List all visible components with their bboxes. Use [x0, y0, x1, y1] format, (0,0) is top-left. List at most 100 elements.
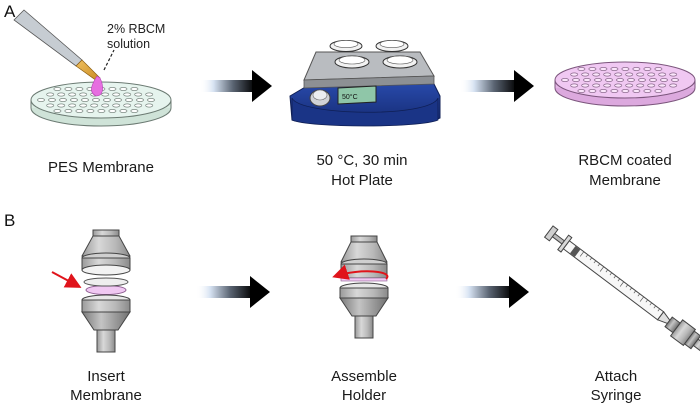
membrane-pore	[119, 109, 128, 113]
syringe-tick	[617, 278, 620, 282]
syringe-tick	[589, 257, 593, 261]
syringe-tick	[619, 281, 624, 287]
syringe-icon	[543, 225, 700, 353]
attach-label-line1: Attach	[595, 368, 638, 385]
membrane-pore	[130, 87, 139, 91]
coated-membrane-icon	[554, 61, 696, 107]
membrane-pore	[654, 67, 663, 71]
membrane-pore	[64, 109, 73, 113]
membrane-pore	[643, 67, 652, 71]
petri-dishes-icon	[329, 40, 418, 69]
membrane-pore	[81, 98, 89, 102]
membrane-pore	[638, 78, 646, 82]
insert-arrow-icon	[51, 271, 82, 288]
syringe-tick	[625, 284, 628, 288]
membrane-pore	[64, 87, 73, 91]
membrane-pore	[68, 92, 77, 97]
pipette-icon	[13, 9, 115, 97]
membrane-pore	[669, 83, 678, 88]
membrane-pore	[123, 92, 132, 97]
membrane-pore	[112, 103, 121, 108]
membrane-pore	[621, 89, 630, 93]
membrane-pore	[90, 103, 99, 108]
membrane-pore	[136, 98, 144, 102]
membrane-pore	[588, 89, 597, 93]
membrane-pore	[101, 92, 110, 97]
syringe-tick	[637, 293, 640, 297]
membrane-pore	[125, 98, 133, 102]
process-arrow-icon	[455, 276, 529, 308]
membrane-pore	[599, 67, 608, 71]
membrane-pore	[79, 92, 88, 97]
membrane-pore	[669, 72, 678, 77]
membrane-pore	[48, 98, 56, 102]
syringe-tick	[657, 308, 660, 312]
membrane-pore	[130, 109, 139, 113]
panel-letter-a: A	[4, 2, 16, 21]
pipette-label-line1: 2% RBCM	[107, 22, 165, 36]
membrane-pore	[647, 83, 656, 88]
membrane-pore	[658, 83, 667, 88]
membrane-pore	[53, 109, 62, 113]
membrane-pore	[123, 103, 132, 108]
membrane-pore	[75, 109, 84, 113]
membrane-pore	[610, 89, 619, 93]
syringe-tick	[649, 302, 652, 306]
membrane-pore	[570, 83, 579, 88]
membrane-pore	[632, 89, 641, 93]
membrane-pore	[119, 87, 128, 91]
syringe-tick	[605, 269, 609, 273]
pes-membrane-icon	[30, 81, 172, 127]
membrane-pore	[57, 103, 66, 108]
membrane-pore	[605, 78, 613, 82]
membrane-pore	[79, 103, 88, 108]
process-arrow-icon	[460, 70, 534, 102]
syringe-tick	[629, 287, 632, 291]
membrane-pore	[570, 72, 579, 77]
coated-membrane-label-line1: RBCM coated	[578, 152, 671, 169]
membrane-pore	[603, 72, 612, 77]
membrane-pore	[92, 98, 100, 102]
filter-holder-assembled-icon	[339, 235, 389, 339]
membrane-pore	[145, 103, 154, 108]
membrane-pore	[134, 103, 143, 108]
membrane-pore	[599, 89, 608, 93]
membrane-pore	[614, 83, 623, 88]
membrane-pore	[561, 78, 569, 82]
membrane-pore	[97, 109, 106, 113]
membrane-pore	[145, 92, 154, 97]
membrane-pore	[103, 98, 111, 102]
membrane-pore	[572, 78, 580, 82]
syringe-tick	[653, 305, 656, 309]
process-arrow-icon	[200, 70, 272, 102]
assemble-label-line2: Holder	[342, 387, 386, 404]
insert-label-line1: Insert	[87, 368, 125, 385]
syringe-tick	[609, 272, 613, 276]
membrane-pore	[658, 72, 667, 77]
hotplate-display-text: 50°C	[342, 93, 358, 101]
panel-letter-b: B	[4, 211, 15, 230]
assemble-label-line1: Assemble	[331, 368, 397, 385]
syringe-tick	[593, 260, 597, 264]
membrane-pore	[577, 89, 586, 93]
membrane-pore	[603, 83, 612, 88]
membrane-pore	[86, 109, 95, 113]
membrane-pore	[643, 89, 652, 93]
membrane-pore	[108, 109, 117, 113]
process-arrow-icon	[196, 276, 270, 308]
membrane-pore	[108, 87, 117, 91]
membrane-pore	[671, 78, 679, 82]
membrane-pore	[581, 83, 590, 88]
membrane-pore	[588, 67, 597, 71]
membrane-pore	[46, 103, 55, 108]
membrane-pore	[581, 72, 590, 77]
membrane-pore	[594, 78, 602, 82]
coated-membrane-label-line2: Membrane	[589, 172, 661, 189]
membrane-pore	[70, 98, 78, 102]
membrane-pore	[614, 72, 623, 77]
membrane-pore	[647, 72, 656, 77]
pipette-label-line2: solution	[107, 37, 150, 51]
syringe-tick	[639, 296, 644, 302]
membrane-pore	[147, 98, 155, 102]
